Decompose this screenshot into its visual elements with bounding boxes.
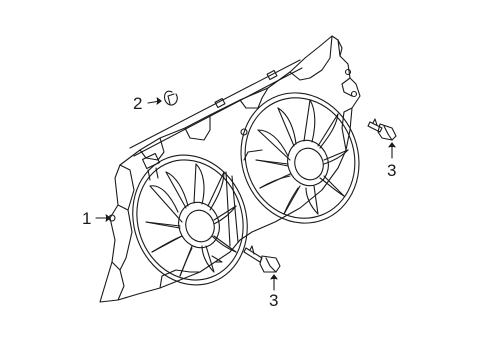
leader-lines bbox=[95, 97, 396, 291]
callout-2: 2 bbox=[133, 94, 142, 113]
callout-3-lower: 3 bbox=[269, 291, 278, 310]
callout-1: 1 bbox=[82, 209, 91, 228]
callout-3-upper: 3 bbox=[387, 161, 396, 180]
push-pin-clip bbox=[163, 90, 178, 106]
left-fan bbox=[132, 154, 248, 286]
fan-shroud bbox=[99, 35, 361, 303]
bolt-upper bbox=[367, 118, 397, 141]
bolt-lower bbox=[243, 245, 281, 273]
right-fan bbox=[240, 92, 360, 224]
